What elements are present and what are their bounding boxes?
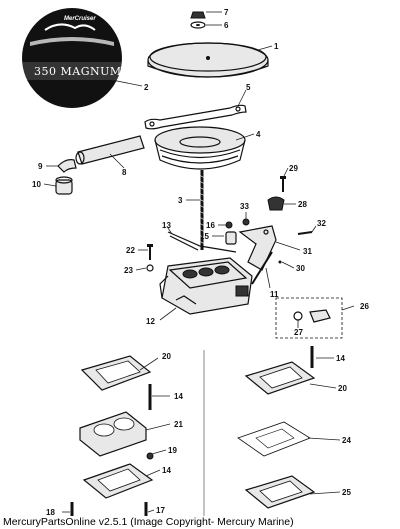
callout-10: 10 bbox=[32, 180, 41, 189]
screw-32 bbox=[297, 231, 313, 235]
screw-29 bbox=[280, 176, 286, 192]
callout-25-top: 20 bbox=[338, 384, 347, 393]
choke-bracket bbox=[238, 225, 277, 271]
air-cleaner-cover bbox=[147, 42, 269, 78]
spacer-21 bbox=[79, 411, 147, 457]
callout-31: 31 bbox=[303, 247, 312, 256]
callout-15: 15 bbox=[200, 232, 209, 241]
callout-21: 21 bbox=[174, 420, 183, 429]
callout-1: 1 bbox=[274, 42, 279, 51]
nut-19 bbox=[146, 452, 154, 460]
elbow-fitting bbox=[57, 159, 77, 173]
washer-23 bbox=[146, 264, 154, 272]
callout-13: 13 bbox=[162, 221, 171, 230]
callout-6: 6 bbox=[224, 21, 229, 30]
callout-14-right: 14 bbox=[336, 354, 345, 363]
callout-22: 22 bbox=[126, 246, 135, 255]
gasket-24 bbox=[237, 421, 311, 457]
callout-29: 29 bbox=[289, 164, 298, 173]
wing-nut bbox=[190, 11, 206, 19]
choke-rod bbox=[251, 251, 273, 285]
callout-labels: 7 6 1 2 5 4 8 9 10 3 13 15 16 33 29 28 3… bbox=[32, 8, 369, 517]
callout-23: 23 bbox=[124, 266, 133, 275]
callout-20-bottom: 14 bbox=[162, 466, 171, 475]
callout-12: 12 bbox=[146, 317, 155, 326]
throttle-linkage bbox=[167, 231, 237, 253]
callout-27: 27 bbox=[294, 328, 303, 337]
gasket-25-top bbox=[244, 361, 316, 395]
callout-16: 16 bbox=[206, 221, 215, 230]
gasket-25-bottom bbox=[244, 475, 316, 509]
callout-7: 7 bbox=[224, 8, 229, 17]
leader-lines bbox=[43, 11, 355, 513]
callout-4: 4 bbox=[256, 130, 261, 139]
gasket-20-top bbox=[80, 355, 152, 391]
callout-24: 24 bbox=[342, 436, 351, 445]
choke-pulloff bbox=[267, 196, 285, 211]
callout-25-bottom: 25 bbox=[342, 488, 351, 497]
callout-5: 5 bbox=[246, 83, 251, 92]
callout-9: 9 bbox=[38, 162, 43, 171]
clip-30 bbox=[278, 260, 282, 264]
callout-20-top: 20 bbox=[162, 352, 171, 361]
stud bbox=[198, 170, 206, 250]
decal-model: 350 MAGNUM bbox=[34, 65, 122, 78]
callout-11: 11 bbox=[270, 290, 279, 299]
washer bbox=[190, 21, 206, 29]
air-cleaner-base bbox=[154, 126, 246, 170]
callout-19: 19 bbox=[168, 446, 177, 455]
callout-28: 28 bbox=[298, 200, 307, 209]
screw-22 bbox=[147, 244, 153, 260]
image-caption: MercuryPartsOnline v2.5.1 (Image Copyrig… bbox=[3, 516, 294, 528]
support-bracket bbox=[144, 104, 247, 130]
grommet bbox=[55, 176, 73, 195]
callout-8: 8 bbox=[122, 168, 127, 177]
decal-brand: MerCruiser bbox=[64, 16, 96, 22]
callout-33: 33 bbox=[240, 202, 249, 211]
fuel-inlet-detail bbox=[275, 297, 343, 339]
callout-18: 18 bbox=[46, 508, 55, 517]
callout-14-left: 14 bbox=[174, 392, 183, 401]
callout-26: 26 bbox=[360, 302, 369, 311]
breather-hose bbox=[75, 135, 145, 165]
callout-32: 32 bbox=[317, 219, 326, 228]
decal-badge: MerCruiser 350 MAGNUM bbox=[22, 8, 122, 108]
callout-17: 17 bbox=[156, 506, 165, 515]
carburetor bbox=[159, 257, 253, 315]
gasket-20-bottom bbox=[82, 463, 154, 499]
spacer-15 bbox=[225, 231, 237, 245]
callout-2: 2 bbox=[144, 83, 149, 92]
callout-30: 30 bbox=[296, 264, 305, 273]
callout-3: 3 bbox=[178, 196, 183, 205]
